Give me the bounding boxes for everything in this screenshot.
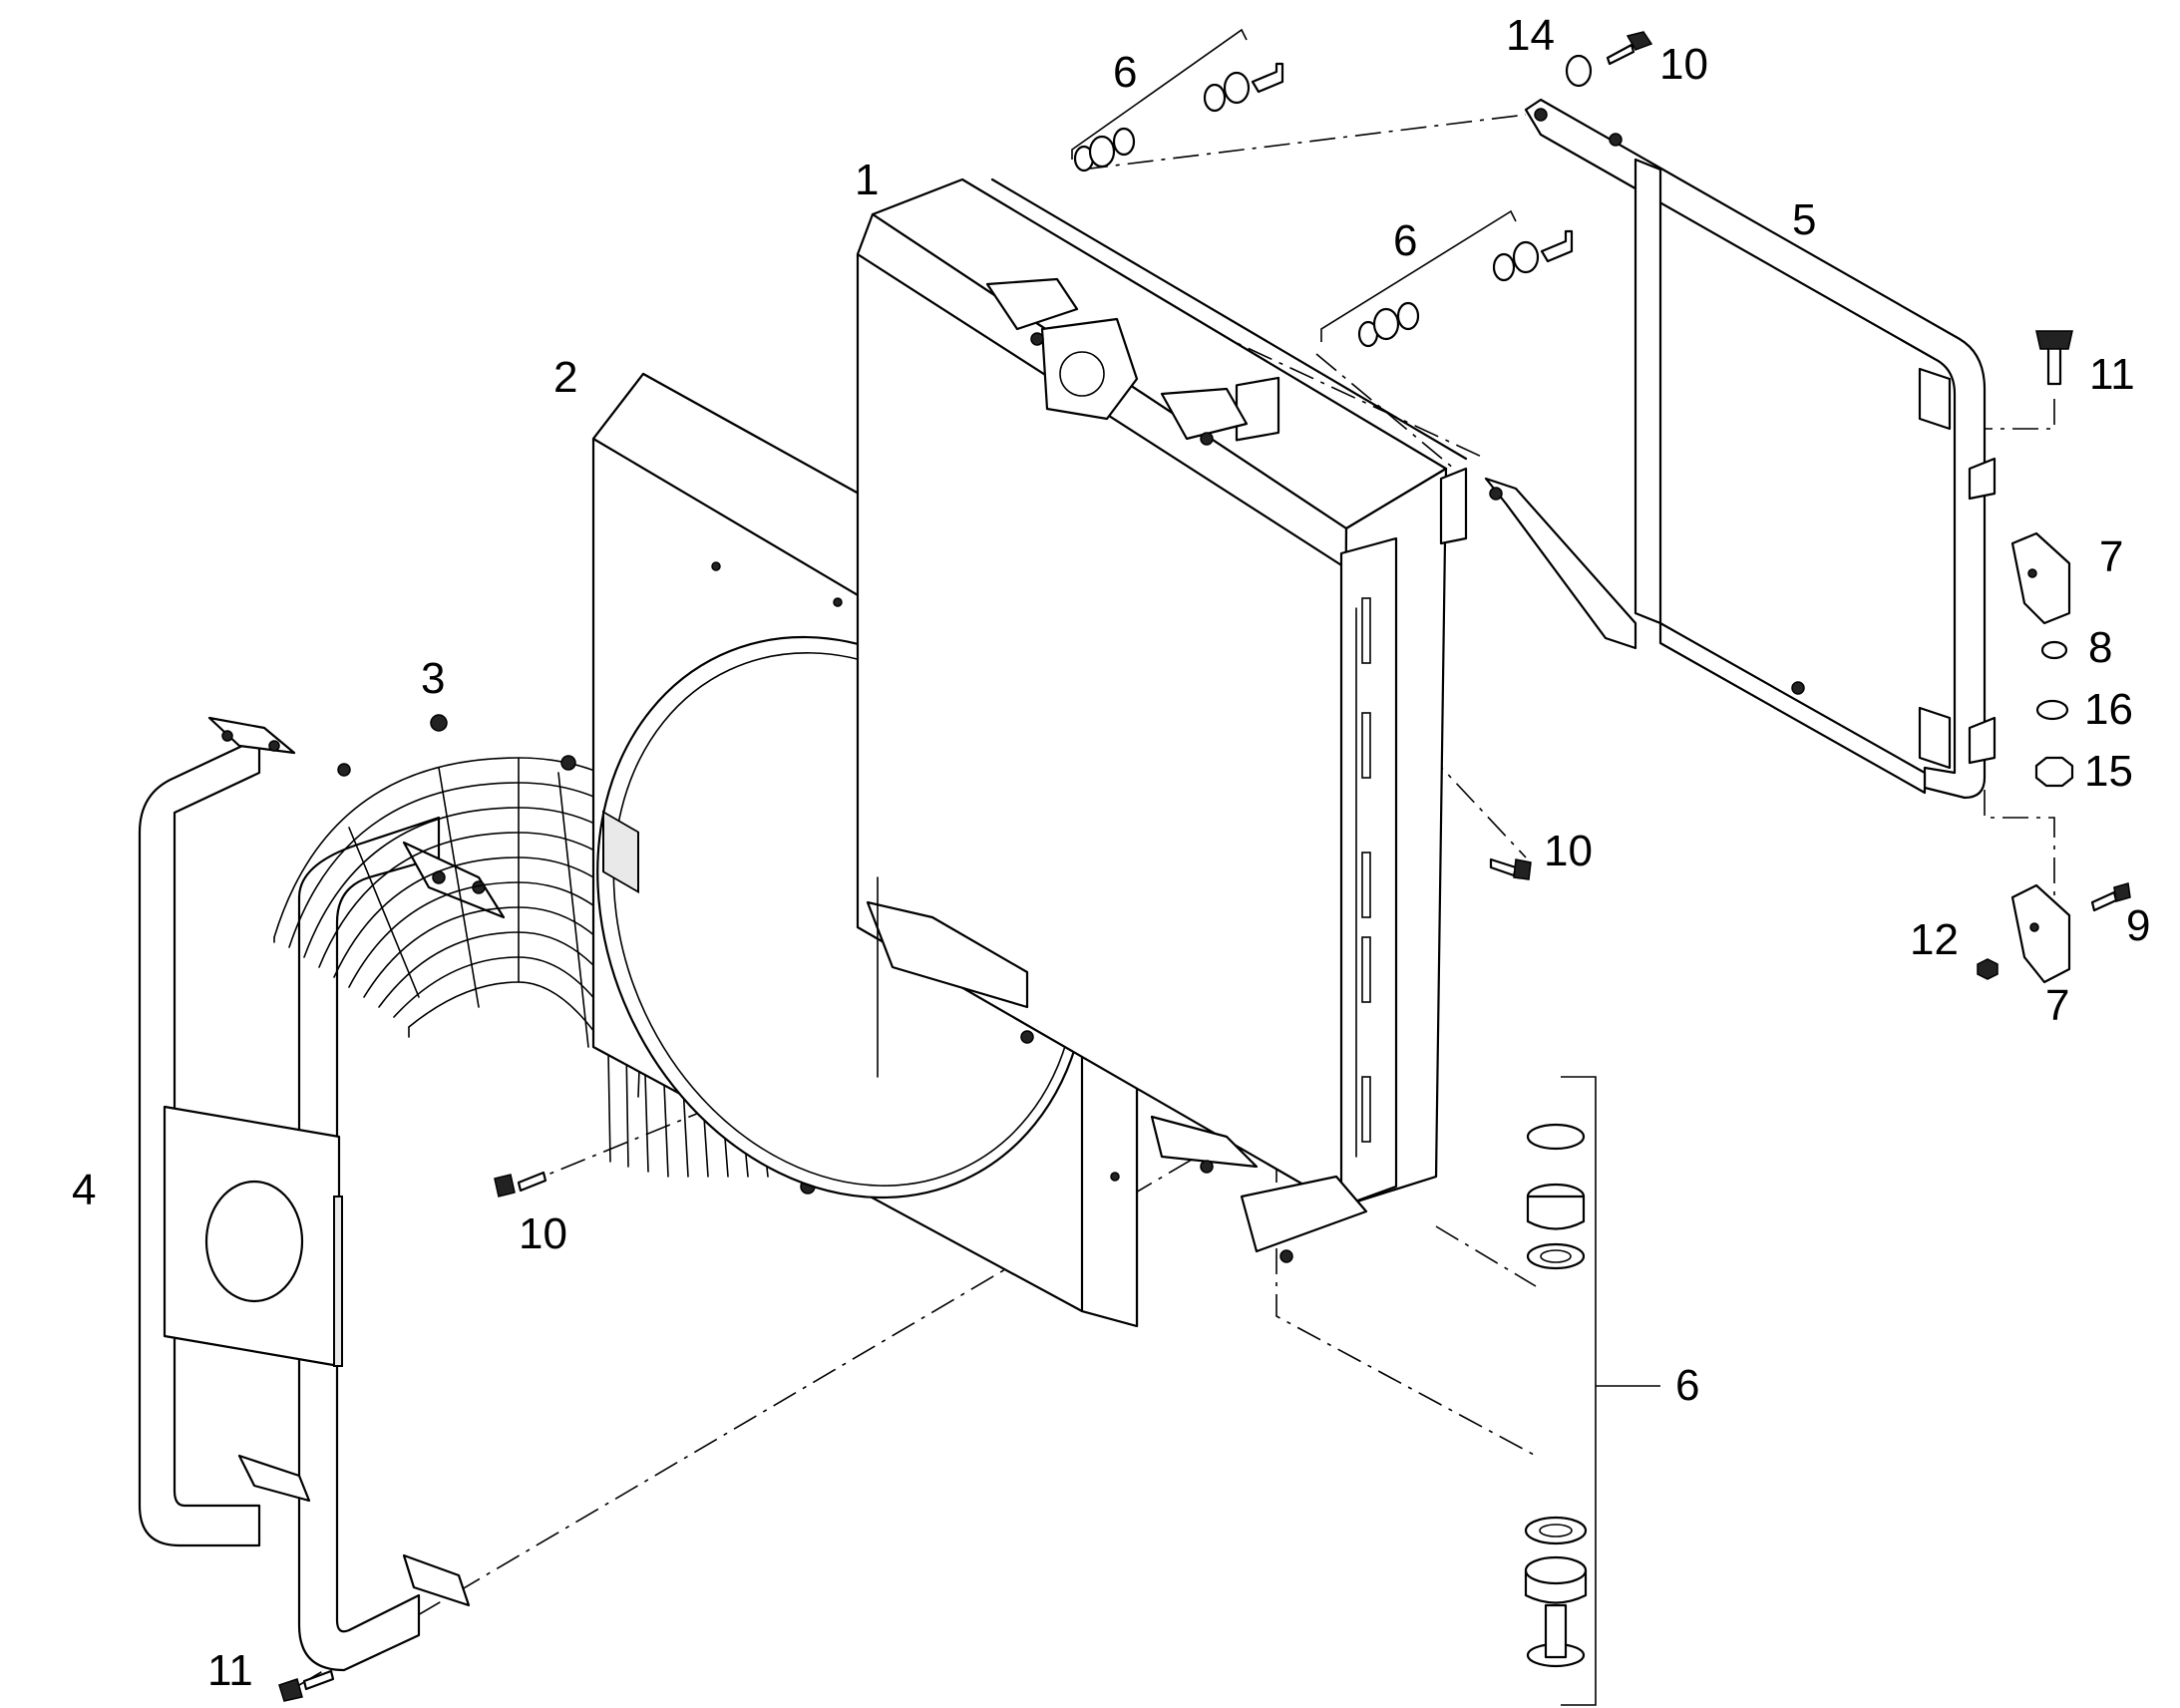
part-5-rear-frame bbox=[1484, 98, 1997, 800]
hardware-8-spacer bbox=[2040, 640, 2068, 660]
hardware-15-nut bbox=[2034, 756, 2074, 788]
callout-11-bottom: 11 bbox=[207, 1646, 253, 1695]
hardware-10-bolt-left bbox=[494, 1171, 547, 1197]
hardware-14-washer bbox=[1565, 54, 1593, 88]
hardware-16-washer bbox=[2035, 699, 2069, 721]
callout-12: 12 bbox=[1910, 915, 1959, 964]
leader-lines bbox=[1071, 28, 1660, 1706]
callout-4: 4 bbox=[72, 1166, 96, 1214]
callout-6-mid: 6 bbox=[1393, 216, 1417, 265]
callout-7-lower: 7 bbox=[2045, 981, 2069, 1030]
callout-labels: 1 2 3 4 5 6 6 6 7 7 8 9 10 10 10 11 11 1… bbox=[72, 11, 2150, 1695]
callout-16: 16 bbox=[2084, 685, 2133, 734]
callout-2: 2 bbox=[553, 353, 577, 402]
hardware-12-nut bbox=[1977, 958, 1998, 980]
part-4-mounting-frame bbox=[138, 716, 506, 1672]
hardware-10-bolt-right bbox=[1489, 857, 1532, 880]
callout-6-top: 6 bbox=[1113, 48, 1137, 97]
callout-6-bottom: 6 bbox=[1675, 1361, 1699, 1410]
hardware-11-bolt-bottom bbox=[278, 1669, 335, 1702]
part-6-bottom-mount-set bbox=[1524, 1123, 1588, 1668]
callout-9: 9 bbox=[2126, 901, 2150, 950]
callout-5: 5 bbox=[1792, 195, 1816, 244]
hardware-10-bolt-top bbox=[1606, 31, 1653, 66]
callout-11-right: 11 bbox=[2089, 350, 2135, 399]
callout-1: 1 bbox=[855, 156, 879, 204]
callout-10-top: 10 bbox=[1659, 40, 1708, 89]
part-7-upper-bracket bbox=[2010, 531, 2071, 625]
callout-8: 8 bbox=[2088, 623, 2112, 672]
callout-10-right: 10 bbox=[1544, 827, 1593, 875]
callout-3: 3 bbox=[421, 654, 445, 703]
part-6-top-bushing-set bbox=[1073, 62, 1284, 172]
callout-14: 14 bbox=[1506, 11, 1555, 60]
callout-10-left: 10 bbox=[519, 1209, 567, 1258]
callout-7-upper: 7 bbox=[2099, 532, 2123, 581]
part-1-radiator bbox=[856, 177, 1468, 1263]
hardware-11-bolt-right bbox=[2035, 330, 2073, 386]
part-6-mid-bushing-set bbox=[1357, 229, 1574, 348]
callout-15: 15 bbox=[2084, 747, 2133, 796]
hardware-9-bolt bbox=[2090, 882, 2131, 912]
part-7-lower-bracket bbox=[2010, 883, 2071, 984]
